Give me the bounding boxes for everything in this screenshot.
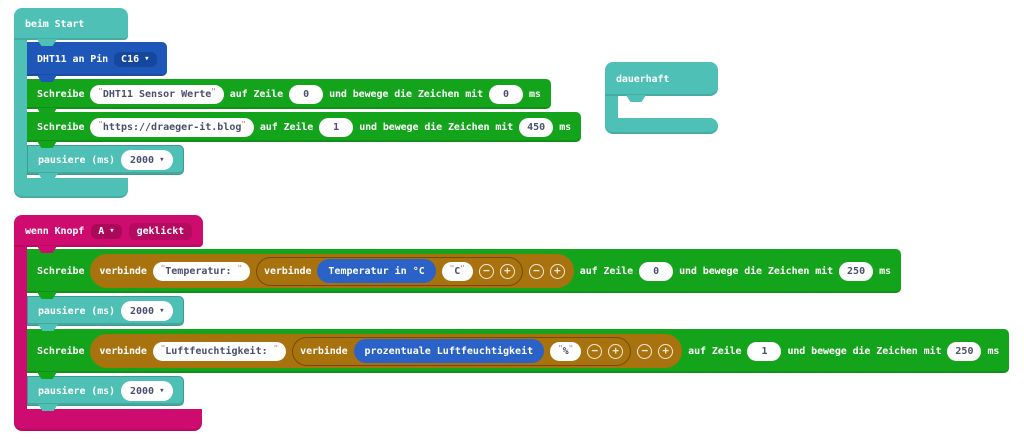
lcd-write-block[interactable]: Schreibe DHT11 Sensor Werte auf Zeile 0 …: [27, 79, 551, 115]
dht11-block[interactable]: DHT11 an Pin C16: [27, 42, 167, 82]
pause-duration-dropdown[interactable]: 2000: [120, 381, 174, 401]
lcd-write-block[interactable]: Schreibe verbinde Temperatur: verbinde T…: [27, 249, 901, 299]
pin-dropdown[interactable]: C16: [114, 51, 157, 67]
connector-tab: [37, 292, 57, 299]
forever-footer: [605, 118, 718, 134]
on-line-label: auf Zeile: [688, 345, 742, 357]
move-label: und bewege die Zeichen mit: [329, 88, 484, 100]
on-button-footer[interactable]: [14, 409, 202, 431]
ms-label: ms: [987, 345, 1000, 357]
pause-label: pausiere (ms): [38, 305, 115, 317]
collapse-icon[interactable]: [637, 343, 653, 359]
connector-tab: [37, 246, 57, 253]
button-dropdown[interactable]: A: [91, 223, 122, 239]
connector-tab: [626, 95, 646, 102]
temperature-reporter[interactable]: Temperatur in °C: [317, 259, 436, 283]
lcd-write-block[interactable]: Schreibe verbinde Luftfeuchtigkeit: verb…: [27, 329, 1010, 379]
move-label: und bewege die Zeichen mit: [787, 345, 942, 357]
on-line-label: auf Zeile: [229, 88, 284, 100]
when-button-label: wenn Knopf: [25, 225, 85, 237]
collapse-icon[interactable]: [528, 263, 544, 279]
string-input[interactable]: https://draeger-it.blog: [90, 117, 254, 137]
connector-tab: [37, 372, 57, 379]
line-number-input[interactable]: 1: [319, 117, 354, 137]
line-number-input[interactable]: 0: [289, 84, 324, 104]
connector-tab: [37, 75, 57, 82]
pause-label: pausiere (ms): [38, 385, 115, 397]
on-start-label: beim Start: [25, 18, 85, 30]
scroll-speed-input[interactable]: 250: [839, 261, 874, 281]
clicked-label: geklickt: [128, 222, 193, 240]
move-label: und bewege die Zeichen mit: [359, 121, 514, 133]
expand-icon[interactable]: [549, 263, 565, 279]
forever-label: dauerhaft: [616, 73, 670, 85]
string-input[interactable]: C: [441, 261, 473, 281]
line-number-input[interactable]: 1: [747, 341, 782, 361]
expand-icon[interactable]: [658, 343, 674, 359]
pause-block[interactable]: pausiere (ms) 2000: [27, 376, 185, 411]
join-block[interactable]: verbinde prozentuale Luftfeuchtigkeit %: [292, 336, 632, 366]
on-line-label: auf Zeile: [259, 121, 314, 133]
ms-label: ms: [879, 265, 891, 277]
move-label: und bewege die Zeichen mit: [679, 265, 834, 277]
join-block[interactable]: verbinde Temperatur: verbinde Temperatur…: [90, 254, 574, 288]
pause-duration-dropdown[interactable]: 2000: [120, 301, 174, 321]
join-block[interactable]: verbinde Luftfeuchtigkeit: verbinde proz…: [90, 334, 683, 368]
pause-label: pausiere (ms): [38, 154, 115, 166]
join-block[interactable]: verbinde Temperatur in °C C: [256, 256, 523, 286]
join-label: verbinde: [99, 345, 147, 357]
write-label: Schreibe: [37, 121, 85, 133]
expand-icon[interactable]: [608, 343, 624, 359]
join-label: verbinde: [99, 265, 147, 277]
on-button-spine: [14, 245, 27, 411]
scroll-speed-input[interactable]: 450: [519, 117, 554, 137]
string-input[interactable]: Luftfeuchtigkeit:: [152, 341, 287, 361]
forever-spine: [605, 96, 618, 118]
ms-label: ms: [559, 121, 572, 133]
pause-duration-dropdown[interactable]: 2000: [120, 150, 174, 170]
scroll-speed-input[interactable]: 250: [947, 341, 982, 361]
collapse-icon[interactable]: [587, 343, 603, 359]
expand-icon[interactable]: [499, 263, 515, 279]
string-input[interactable]: %: [550, 341, 582, 361]
connector-tab: [37, 141, 57, 148]
ms-label: ms: [529, 88, 541, 100]
write-label: Schreibe: [37, 265, 85, 277]
lcd-write-block[interactable]: Schreibe https://draeger-it.blog auf Zei…: [27, 112, 582, 148]
on-start-block[interactable]: beim Start DHT11 an Pin C16 Schreibe DHT…: [14, 8, 582, 198]
join-label: verbinde: [300, 345, 348, 357]
write-label: Schreibe: [37, 88, 85, 100]
on-start-footer[interactable]: [14, 178, 128, 198]
humidity-reporter[interactable]: prozentuale Luftfeuchtigkeit: [353, 339, 545, 363]
write-label: Schreibe: [37, 345, 85, 357]
connector-tab: [37, 39, 57, 46]
forever-block[interactable]: dauerhaft: [605, 62, 718, 134]
line-number-input[interactable]: 0: [639, 261, 674, 281]
on-line-label: auf Zeile: [579, 265, 634, 277]
dht11-label: DHT11 an Pin: [37, 53, 109, 65]
pause-block[interactable]: pausiere (ms) 2000: [27, 145, 185, 180]
pause-block[interactable]: pausiere (ms) 2000: [27, 296, 185, 331]
scroll-speed-input[interactable]: 0: [489, 84, 524, 104]
join-label: verbinde: [264, 265, 312, 277]
string-input[interactable]: Temperatur:: [152, 261, 251, 281]
collapse-icon[interactable]: [478, 263, 494, 279]
connector-tab: [38, 173, 58, 180]
connector-tab: [38, 404, 58, 411]
on-button-header[interactable]: wenn Knopf A geklickt: [14, 215, 204, 253]
connector-tab: [38, 324, 58, 331]
on-start-header[interactable]: beim Start: [14, 8, 128, 46]
on-button-pressed-block[interactable]: wenn Knopf A geklickt Schreibe verbinde …: [14, 215, 1010, 431]
on-start-spine: [14, 38, 27, 180]
connector-tab: [37, 108, 57, 115]
string-input[interactable]: DHT11 Sensor Werte: [90, 84, 224, 104]
forever-header[interactable]: dauerhaft: [605, 62, 718, 102]
